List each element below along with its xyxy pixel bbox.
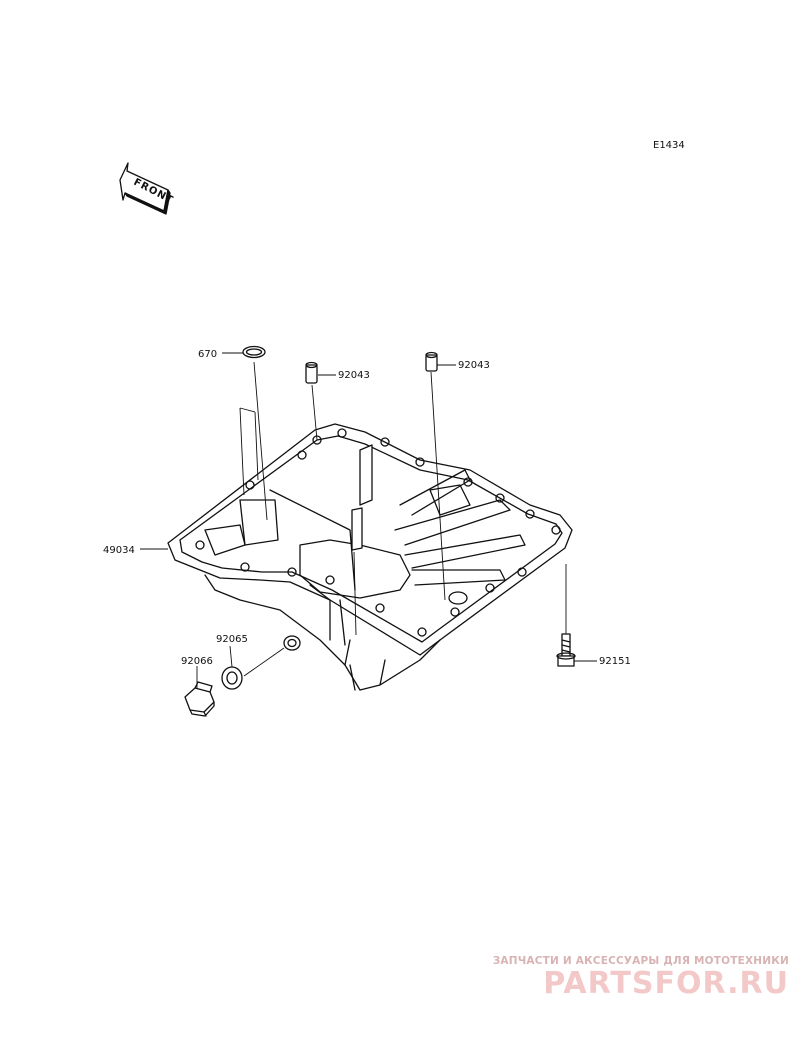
label-92065: 92065 (216, 634, 248, 645)
label-92043-right: 92043 (458, 360, 490, 371)
o-ring-670 (242, 345, 266, 359)
front-arrow-icon: FRONT (119, 162, 175, 215)
diagram-code: E1434 (653, 140, 685, 151)
oil-pan (167, 423, 573, 691)
watermark-tagline: ЗАПЧАСТИ И АКСЕССУАРЫ ДЛЯ МОТОТЕХНИКИ (492, 955, 789, 967)
label-92043-left: 92043 (338, 370, 370, 381)
watermark-logo: PARTSFOR.RU (543, 966, 789, 1001)
gasket-92065 (221, 666, 243, 690)
label-49034: 49034 (103, 545, 135, 556)
drain-plug-92066 (184, 681, 215, 717)
bolt-92151 (556, 633, 576, 667)
dowel-pin-92043-left (305, 361, 318, 384)
label-92066: 92066 (181, 656, 213, 667)
part-labels: 670 92043 92043 49034 92065 92066 92151 (103, 349, 631, 667)
dowel-pin-92043-right (425, 351, 438, 372)
label-670: 670 (198, 349, 217, 360)
leader-lines (140, 352, 597, 688)
label-92151: 92151 (599, 656, 631, 667)
